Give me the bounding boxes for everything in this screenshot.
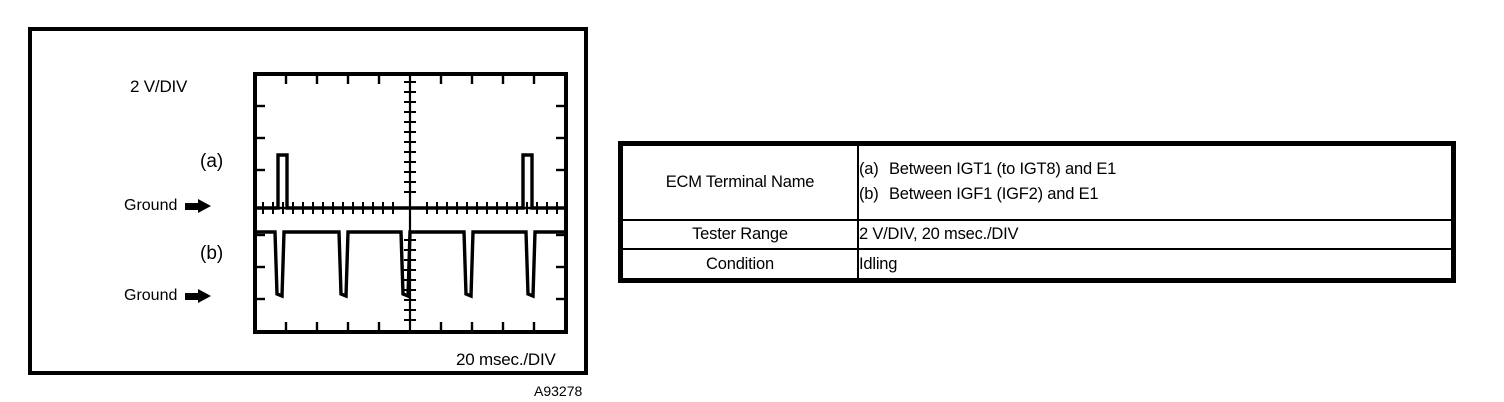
table-row: ECM Terminal Name (a) Between IGT1 (to IG… — [621, 144, 1453, 221]
terminal-tag-a: (a) — [859, 159, 879, 178]
terminal-line-b: (b) Between IGF1 (IGF2) and E1 — [859, 182, 1451, 208]
ground-label-b: Ground — [124, 287, 178, 304]
row-label-tester-range: Tester Range — [621, 218, 859, 251]
vertical-scale-label: 2 V/DIV — [130, 77, 188, 96]
terminal-tag-b: (b) — [859, 185, 879, 204]
figure-code-label: A93278 — [534, 383, 583, 399]
table-row: Tester Range 2 V/DIV, 20 msec./DIV — [621, 218, 1453, 251]
trace-a-label: (a) — [200, 151, 224, 172]
table-row: Condition Idling — [621, 248, 1453, 280]
ground-label-a: Ground — [124, 197, 178, 214]
horizontal-scale-label: 20 msec./DIV — [456, 350, 556, 369]
trace-a-waveform — [257, 153, 564, 210]
trace-b-label: (b) — [200, 243, 224, 264]
row-label-ecm-terminal-name: ECM Terminal Name — [621, 144, 859, 221]
trace-b-waveform — [257, 230, 564, 299]
row-value-tester-range: 2 V/DIV, 20 msec./DIV — [857, 218, 1453, 251]
waveform-svg — [253, 72, 568, 334]
row-label-condition: Condition — [621, 248, 859, 280]
terminal-line-a: (a) Between IGT1 (to IGT8) and E1 — [859, 157, 1451, 183]
waveform-graph — [253, 72, 568, 334]
terminal-text-b: Between IGF1 (IGF2) and E1 — [889, 185, 1099, 204]
terminal-text-a: Between IGT1 (to IGT8) and E1 — [889, 159, 1117, 178]
side-ticks — [257, 104, 564, 301]
row-value-condition: Idling — [857, 248, 1453, 280]
oscilloscope-figure-panel: 2 V/DIV (a) (b) Ground Ground — [28, 27, 588, 399]
right-arrow-icon — [185, 199, 212, 213]
right-arrow-icon — [185, 289, 212, 303]
specification-table: ECM Terminal Name (a) Between IGT1 (to IG… — [618, 141, 1456, 283]
edge-ticks — [284, 76, 536, 330]
ground-marker-a: Ground — [124, 197, 212, 215]
ground-marker-b: Ground — [124, 287, 212, 305]
row-value-ecm-terminal-name: (a) Between IGT1 (to IGT8) and E1 (b) Betw… — [857, 144, 1453, 221]
